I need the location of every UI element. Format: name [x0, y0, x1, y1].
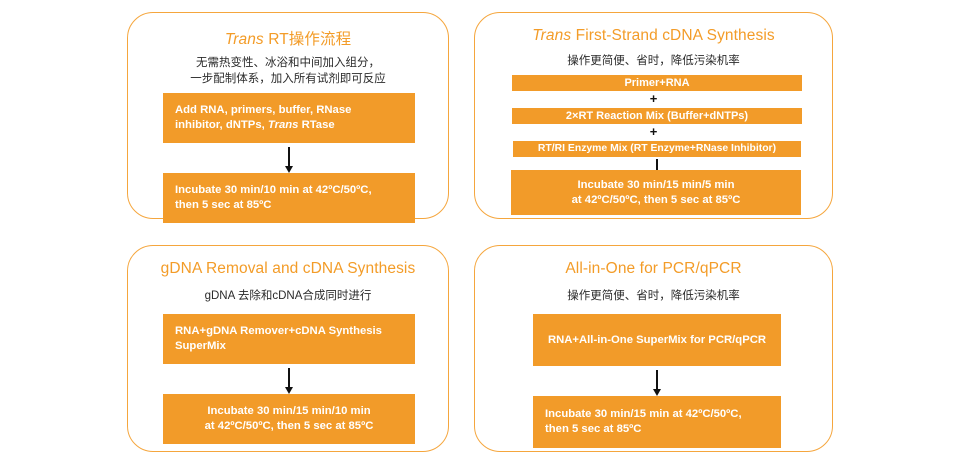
step-box-incubate: Incubate 30 min/15 min/5 min at 42ºC/50º…	[511, 170, 801, 215]
panel-title-rest-part: gDNA Removal and cDNA Synthesis	[160, 260, 416, 277]
subtitle-line-1: gDNA 去除和cDNA合成同时进行	[204, 290, 372, 302]
subtitle-line-1: 操作更简便、省时，降低污染机率	[567, 290, 740, 302]
panel-title-italic-part: Trans	[224, 31, 264, 48]
reagent-bar-2x-rt-reaction-mix: 2×RT Reaction Mix (Buffer+dNTPs)	[512, 108, 802, 124]
step-box-line-2: inhibitor, dNTPs, Trans RTase	[175, 118, 335, 133]
subtitle-line-2: 一步配制体系，加入所有试剂即可反应	[190, 73, 386, 85]
subtitle-line-1: 无需热变性、冰浴和中间加入组分，	[196, 57, 380, 69]
reagent-bar-primer-rna: Primer+RNA	[512, 75, 802, 91]
step-box-incubate: Incubate 30 min/15 min/10 min at 42ºC/50…	[163, 394, 415, 444]
flow-arrow-down-icon	[285, 368, 293, 394]
step-box-line-2: at 42ºC/50ºC, then 5 sec at 85ºC	[204, 420, 374, 432]
step-box-line-2-a: inhibitor, dNTPs,	[175, 119, 268, 131]
step-box-line-2: then 5 sec at 85ºC	[175, 199, 272, 211]
step-box-line-1: Add RNA, primers, buffer, RNase	[175, 104, 352, 116]
plus-sign-1: +	[649, 91, 658, 106]
panel-title-gdna-removal: gDNA Removal and cDNA Synthesis	[128, 260, 448, 278]
panel-title-trans-rt: Trans RT操作流程	[128, 27, 448, 49]
panel-all-in-one-for-pcr-qpcr: All-in-One for PCR/qPCR 操作更简便、省时，降低污染机率 …	[474, 245, 833, 452]
reagent-bar-label: RT/RI Enzyme Mix (RT Enzyme+RNase Inhibi…	[537, 143, 777, 154]
step-box-incubate: Incubate 30 min/15 min at 42ºC/50ºC, the…	[533, 396, 781, 448]
step-box-line-2: then 5 sec at 85ºC	[545, 423, 642, 435]
panel-trans-first-strand-cdna-synthesis: Trans First-Strand cDNA Synthesis 操作更简便、…	[474, 12, 833, 219]
reagent-bar-label: 2×RT Reaction Mix (Buffer+dNTPs)	[565, 110, 749, 122]
panel-title-rest-part: All-in-One for PCR/qPCR	[565, 260, 742, 277]
panel-subtitle-trans-rt: 无需热变性、冰浴和中间加入组分， 一步配制体系，加入所有试剂即可反应	[128, 55, 448, 87]
panel-title-rest-part: First-Strand cDNA Synthesis	[571, 27, 775, 44]
panel-subtitle-first-strand: 操作更简便、省时，降低污染机率	[475, 53, 832, 69]
step-box-line-2: SuperMix	[175, 340, 226, 352]
step-box-line-1: Incubate 30 min/10 min at 42ºC/50ºC,	[175, 184, 372, 196]
subtitle-line-1: 操作更简便、省时，降低污染机率	[567, 55, 740, 67]
step-box-line-1: Incubate 30 min/15 min/5 min	[577, 178, 735, 191]
step-box-line-1: RNA+gDNA Remover+cDNA Synthesis	[175, 325, 382, 337]
step-box-line-2-b: RTase	[298, 119, 335, 131]
panel-gdna-removal-and-cdna-synthesis: gDNA Removal and cDNA Synthesis gDNA 去除和…	[127, 245, 449, 452]
step-box-incubate: Incubate 30 min/10 min at 42ºC/50ºC, the…	[163, 173, 415, 223]
step-box-rna-gdna-remover: RNA+gDNA Remover+cDNA Synthesis SuperMix	[163, 314, 415, 364]
flow-arrow-down-icon	[653, 370, 661, 396]
step-box-rna-all-in-one-supermix: RNA+All-in-One SuperMix for PCR/qPCR	[533, 314, 781, 366]
panel-trans-rt-workflow: Trans RT操作流程 无需热变性、冰浴和中间加入组分， 一步配制体系，加入所…	[127, 12, 449, 223]
panel-title-all-in-one: All-in-One for PCR/qPCR	[475, 260, 832, 278]
step-box-line-2-italic: Trans	[267, 119, 299, 131]
reagent-bar-label: Primer+RNA	[624, 77, 690, 89]
panel-title-first-strand: Trans First-Strand cDNA Synthesis	[475, 27, 832, 45]
step-box-line-1: RNA+All-in-One SuperMix for PCR/qPCR	[547, 333, 767, 346]
step-box-line-1: Incubate 30 min/15 min at 42ºC/50ºC,	[545, 408, 742, 420]
panel-subtitle-gdna-removal: gDNA 去除和cDNA合成同时进行	[128, 288, 448, 304]
step-box-add-reagents: Add RNA, primers, buffer, RNase inhibito…	[163, 93, 415, 143]
panel-title-rest-part: RT操作流程	[263, 31, 352, 48]
step-box-line-2: at 42ºC/50ºC, then 5 sec at 85ºC	[571, 193, 741, 206]
panel-title-italic-part: Trans	[532, 27, 572, 44]
reagent-bar-rt-ri-enzyme-mix: RT/RI Enzyme Mix (RT Enzyme+RNase Inhibi…	[513, 141, 801, 157]
plus-sign-2: +	[649, 124, 658, 139]
flow-arrow-down-icon	[285, 147, 293, 173]
step-box-line-1: Incubate 30 min/15 min/10 min	[207, 405, 371, 417]
panel-subtitle-all-in-one: 操作更简便、省时，降低污染机率	[475, 288, 832, 304]
